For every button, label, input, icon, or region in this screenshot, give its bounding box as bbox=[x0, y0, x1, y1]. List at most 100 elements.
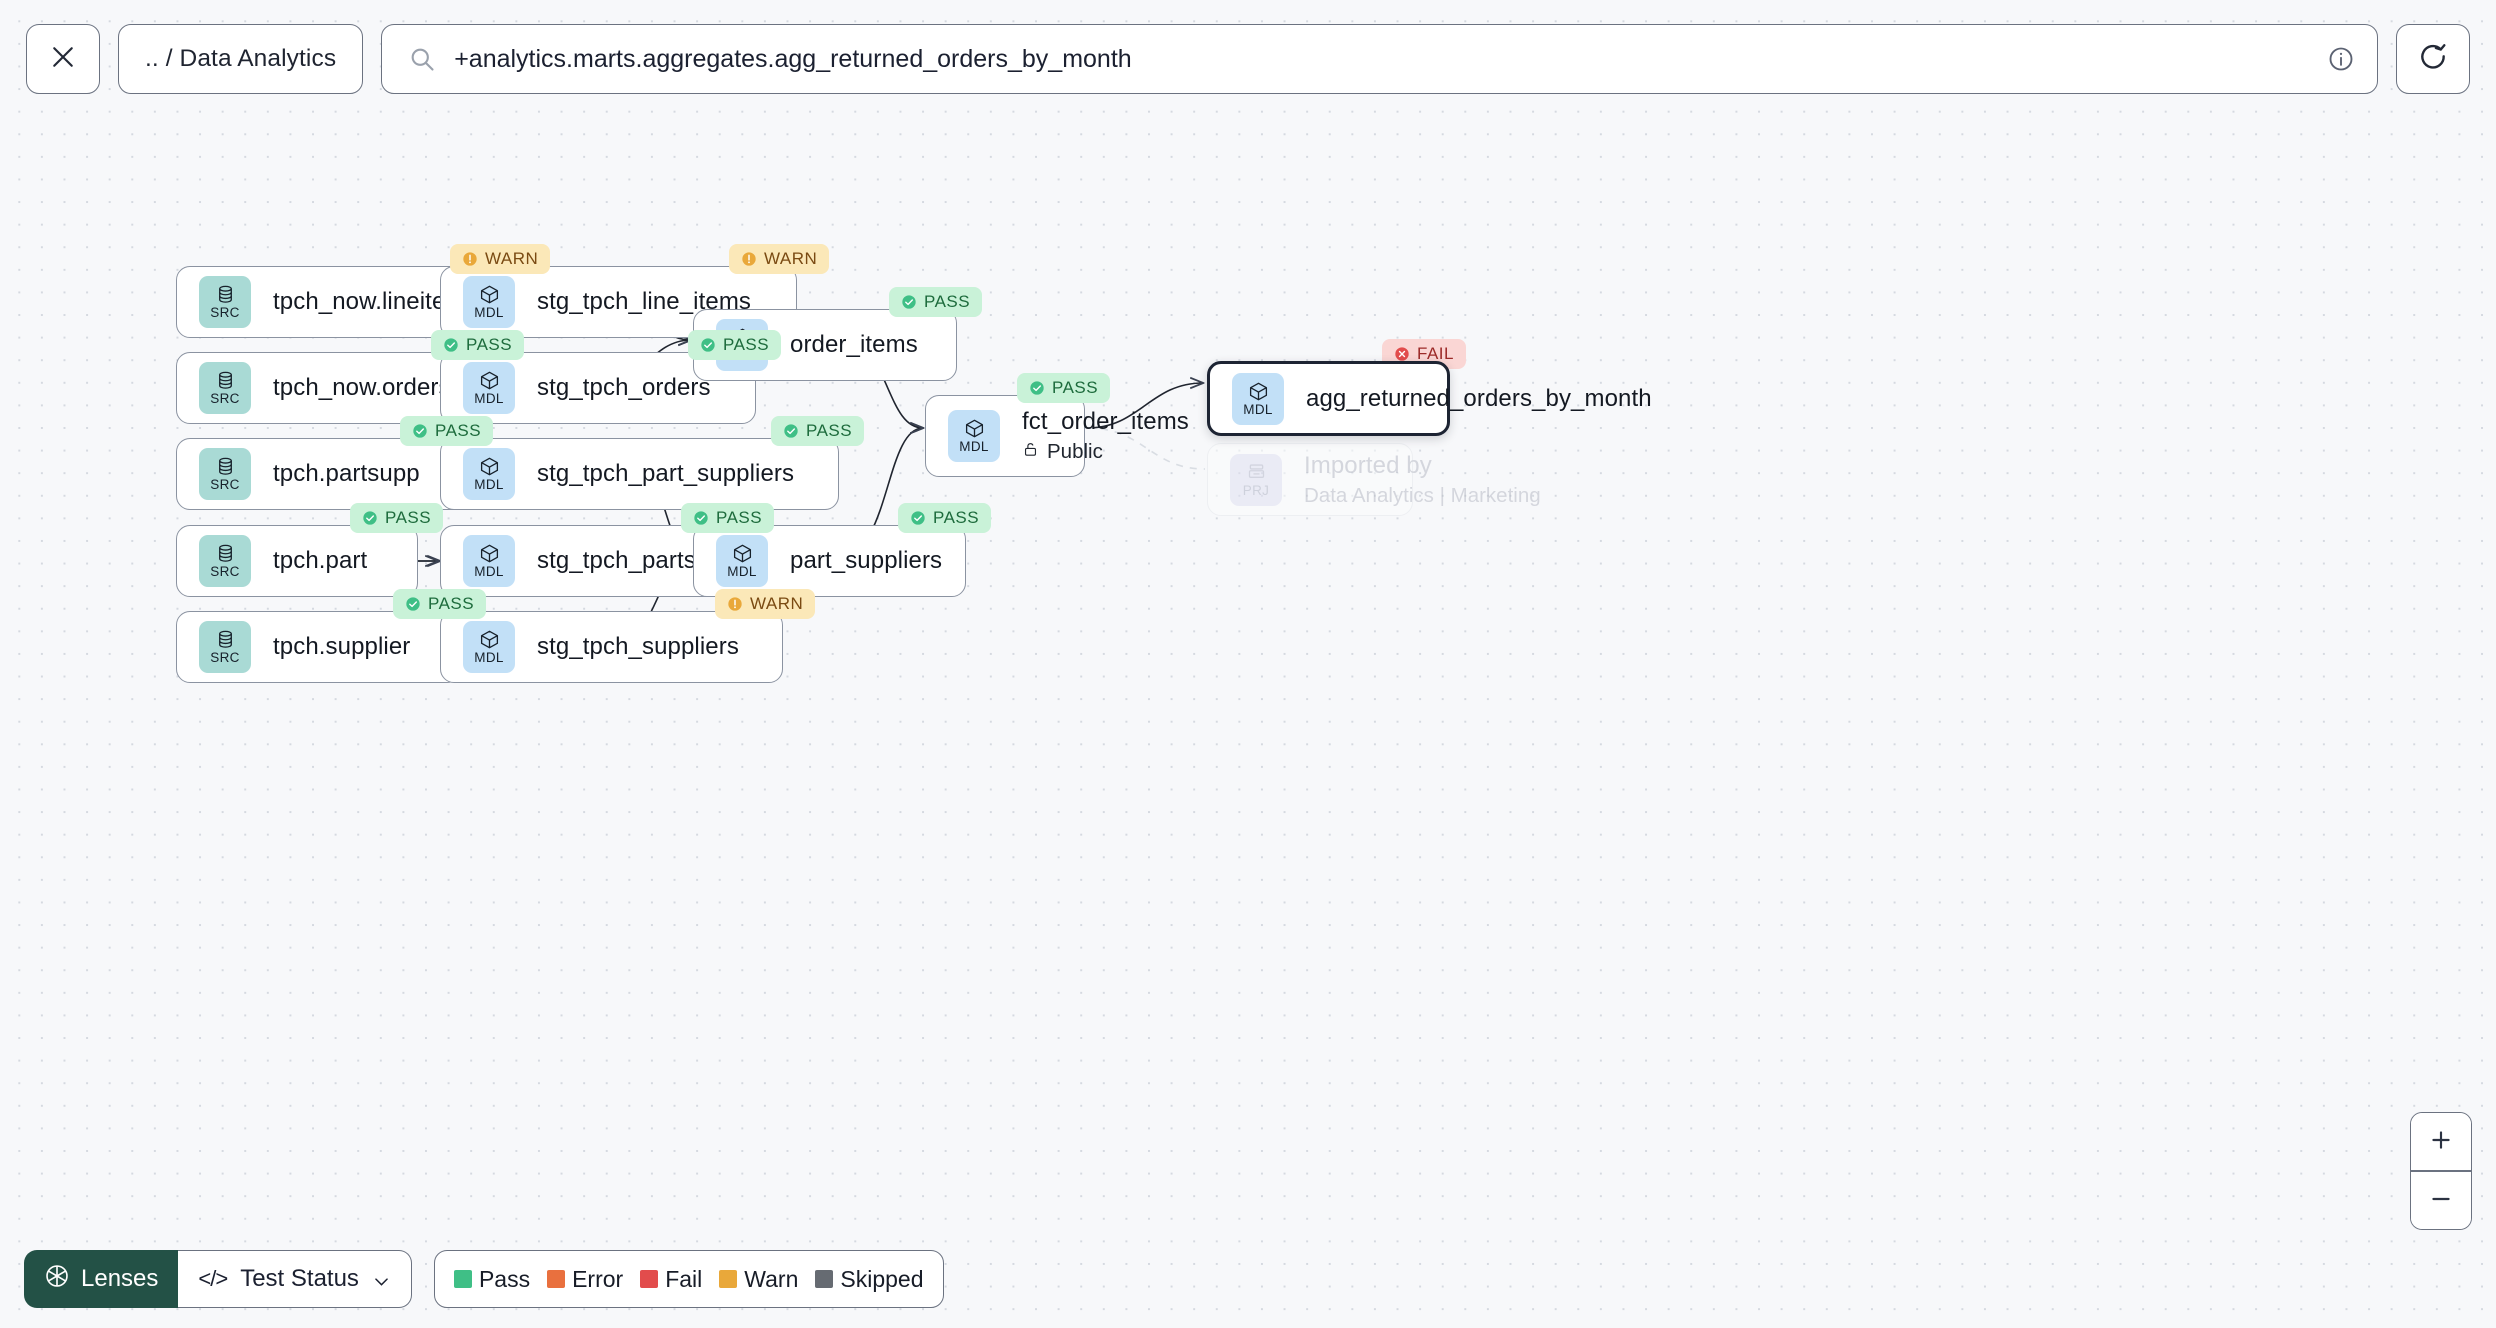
node-title: agg_returned_orders_by_month bbox=[1306, 384, 1652, 412]
close-icon bbox=[48, 42, 78, 77]
node-title: stg_tpch_orders bbox=[537, 374, 711, 401]
legend-item-error[interactable]: Error bbox=[547, 1266, 623, 1293]
search-input[interactable]: +analytics.marts.aggregates.agg_returned… bbox=[381, 24, 2378, 94]
pass-status-icon bbox=[412, 423, 428, 439]
legend-label: Warn bbox=[744, 1265, 799, 1292]
graph-node-part_suppliers[interactable]: MDL part_suppliers bbox=[693, 525, 966, 597]
node-kind-label: SRC bbox=[210, 650, 240, 666]
mdl-type-icon: MDL bbox=[1232, 372, 1284, 425]
lenses-button[interactable]: Lenses bbox=[24, 1250, 179, 1308]
node-title: fct_order_items bbox=[1022, 408, 1189, 435]
node-title: part_suppliers bbox=[790, 547, 943, 574]
legend-swatch-pass bbox=[453, 1270, 472, 1288]
status-badge-label: PASS bbox=[428, 594, 475, 613]
status-badge-pass[interactable]: PASS bbox=[771, 416, 865, 446]
status-badge-label: PASS bbox=[924, 292, 971, 311]
code-icon: </> bbox=[198, 1266, 228, 1291]
status-badge-pass[interactable]: PASS bbox=[393, 589, 487, 619]
plus-icon bbox=[2428, 1127, 2454, 1156]
legend-item-warn[interactable]: Warn bbox=[719, 1266, 798, 1293]
status-badge-pass[interactable]: PASS bbox=[350, 503, 444, 533]
legend-item-fail[interactable]: Fail bbox=[640, 1266, 702, 1293]
minus-icon bbox=[2428, 1186, 2454, 1215]
mdl-type-icon: MDL bbox=[463, 362, 515, 414]
legend-label: Pass bbox=[478, 1265, 531, 1292]
zoom-controls bbox=[2410, 1112, 2472, 1230]
node-subtitle: Data Analytics | Marketing bbox=[1304, 484, 1541, 508]
node-subtitle-label: Public bbox=[1047, 440, 1103, 463]
status-badge-warn[interactable]: WARN bbox=[715, 589, 816, 619]
status-badge-pass[interactable]: PASS bbox=[400, 416, 494, 446]
legend-item-skipped[interactable]: Skipped bbox=[815, 1266, 924, 1293]
info-icon[interactable] bbox=[2327, 45, 2355, 73]
legend-label: Error bbox=[572, 1265, 624, 1292]
zoom-separator bbox=[2411, 1170, 2471, 1172]
aperture-icon bbox=[44, 1263, 70, 1296]
graph-node-stg_tpch_suppliers[interactable]: MDL stg_tpch_suppliers bbox=[440, 611, 783, 683]
status-badge-warn[interactable]: WARN bbox=[729, 244, 830, 274]
status-badge-pass[interactable]: PASS bbox=[889, 287, 983, 317]
close-button[interactable] bbox=[26, 24, 100, 94]
node-kind-label: SRC bbox=[210, 305, 240, 321]
graph-node-tpch_supplier[interactable]: SRC tpch.supplier bbox=[176, 611, 461, 683]
status-badge-warn[interactable]: WARN bbox=[450, 244, 551, 274]
test-status-dropdown[interactable]: </> Test Status bbox=[178, 1250, 412, 1308]
node-title: tpch.supplier bbox=[273, 633, 411, 660]
node-kind-label: MDL bbox=[1243, 401, 1273, 417]
search-icon bbox=[408, 45, 436, 73]
status-badge-label: PASS bbox=[385, 508, 432, 527]
node-body: tpch_now.orders bbox=[273, 374, 451, 402]
mdl-type-icon: MDL bbox=[948, 410, 1000, 462]
graph-node-tpch_part[interactable]: SRC tpch.part bbox=[176, 525, 418, 597]
prj-type-icon: PRJ bbox=[1230, 453, 1282, 506]
node-kind-label: MDL bbox=[474, 477, 504, 493]
node-title: order_items bbox=[790, 331, 918, 358]
breadcrumb[interactable]: .. / Data Analytics bbox=[118, 24, 364, 94]
node-kind-label: SRC bbox=[210, 564, 240, 580]
bottom-toolbar: Lenses </> Test Status Pass Error Fail Warn… bbox=[24, 1250, 944, 1308]
pass-status-icon bbox=[700, 337, 716, 353]
mdl-type-icon: MDL bbox=[463, 276, 515, 328]
status-badge-label: PASS bbox=[723, 335, 770, 354]
chevron-down-icon bbox=[372, 1270, 391, 1289]
src-type-icon: SRC bbox=[199, 535, 251, 587]
node-body: part_suppliers bbox=[790, 547, 942, 575]
status-badge-pass[interactable]: PASS bbox=[688, 330, 782, 360]
src-type-icon: SRC bbox=[199, 448, 251, 500]
node-body: stg_tpch_suppliers bbox=[537, 633, 739, 661]
src-type-icon: SRC bbox=[199, 276, 251, 328]
warn-status-icon bbox=[462, 251, 478, 267]
zoom-in-button[interactable] bbox=[2411, 1113, 2471, 1171]
status-badge-label: PASS bbox=[716, 508, 763, 527]
breadcrumb-label: .. / Data Analytics bbox=[145, 45, 337, 72]
node-kind-label: SRC bbox=[210, 477, 240, 493]
node-body: tpch.part bbox=[273, 547, 367, 575]
pass-status-icon bbox=[362, 510, 378, 526]
warn-status-icon bbox=[741, 251, 757, 267]
node-title: tpch.part bbox=[273, 547, 368, 574]
status-badge-pass[interactable]: PASS bbox=[898, 503, 992, 533]
node-subtitle-label: Data Analytics | Marketing bbox=[1304, 483, 1541, 507]
node-kind-label: MDL bbox=[474, 650, 504, 666]
refresh-button[interactable] bbox=[2396, 24, 2470, 94]
node-kind-label: MDL bbox=[727, 564, 757, 580]
status-badge-pass[interactable]: PASS bbox=[681, 503, 775, 533]
node-kind-label: PRJ bbox=[1242, 482, 1270, 498]
node-title: tpch_now.orders bbox=[273, 374, 451, 401]
status-badge-pass[interactable]: PASS bbox=[1017, 373, 1111, 403]
node-body: order_items bbox=[790, 331, 918, 359]
legend-swatch-skipped bbox=[815, 1270, 834, 1288]
zoom-out-button[interactable] bbox=[2411, 1172, 2471, 1229]
node-title: stg_tpch_parts bbox=[537, 547, 696, 574]
legend-item-pass[interactable]: Pass bbox=[453, 1265, 531, 1293]
status-badge-pass[interactable]: PASS bbox=[431, 330, 525, 360]
graph-node-agg_returned_orders_by_month[interactable]: MDL agg_returned_orders_by_month bbox=[1207, 361, 1652, 436]
pass-status-icon bbox=[1029, 380, 1045, 396]
status-badge-label: PASS bbox=[435, 421, 482, 440]
